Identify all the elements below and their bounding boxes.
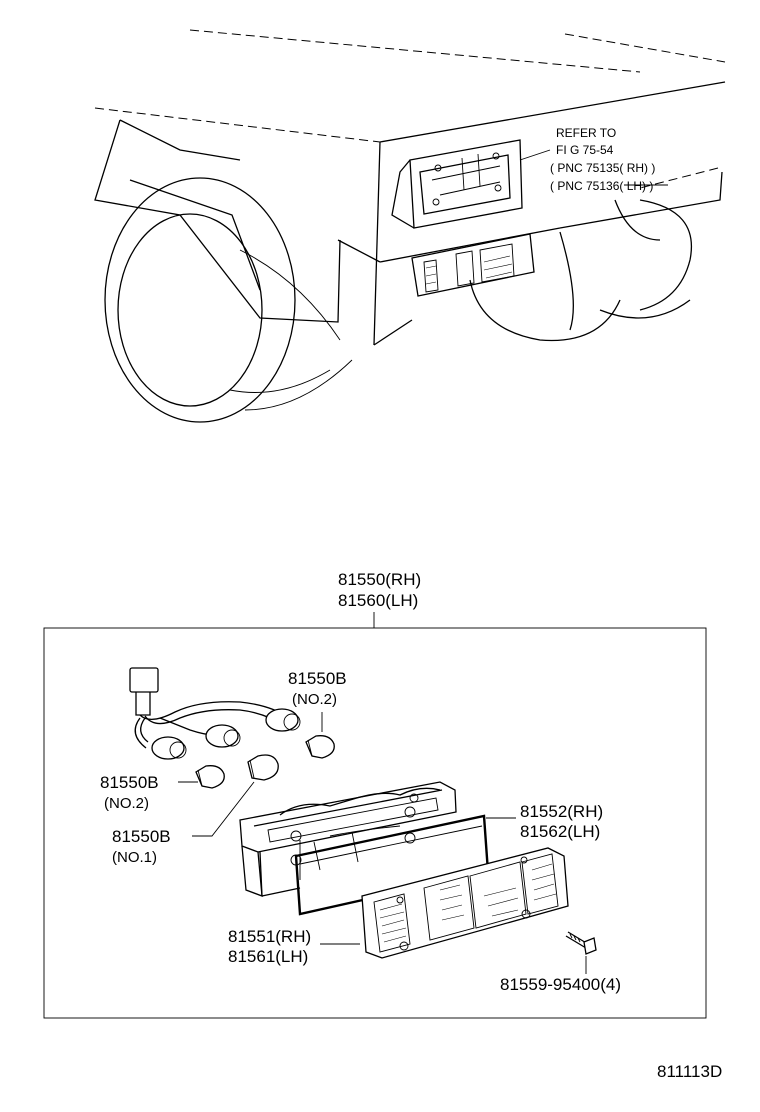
bulb-socket-2 bbox=[205, 724, 241, 748]
label-bulb-no1-note: (NO.1) bbox=[112, 849, 157, 866]
label-bulb-no2-left-note: (NO.2) bbox=[104, 795, 149, 812]
lamp-housing bbox=[239, 781, 457, 897]
wiring-harness bbox=[129, 667, 291, 749]
vehicle-rear-lamp bbox=[411, 233, 535, 297]
label-lens-rh: 81551(RH) bbox=[228, 927, 311, 946]
bulb-socket-3 bbox=[265, 708, 301, 732]
label-bulb-no2-top-part: 81550B bbox=[288, 669, 347, 688]
label-lens-lh: 81561(LH) bbox=[228, 947, 308, 966]
bulb-no2-left-icon bbox=[195, 765, 225, 789]
assembly-frame bbox=[43, 627, 707, 1019]
label-bulb-no2-top-note: (NO.2) bbox=[292, 691, 337, 708]
label-bulb-no1-part: 81550B bbox=[112, 827, 171, 846]
assembly-label-rh: 81550(RH) bbox=[338, 570, 421, 589]
vehicle-rear-view bbox=[94, 29, 726, 423]
lamp-lens bbox=[361, 847, 569, 959]
label-bulb-no2-left-part: 81550B bbox=[100, 773, 159, 792]
bulb-no2-top-icon bbox=[305, 735, 335, 759]
refer-text-line3: ( PNC 75135( RH) ) bbox=[550, 161, 655, 175]
refer-text-line4: ( PNC 75136( LH) ) bbox=[550, 179, 653, 193]
label-screw: 81559-95400(4) bbox=[500, 975, 621, 994]
refer-text-line1: REFER TO bbox=[556, 126, 616, 140]
label-gasket-rh: 81552(RH) bbox=[520, 802, 603, 821]
refer-text-line2: FI G 75-54 bbox=[556, 143, 614, 157]
bulb-socket-1 bbox=[151, 736, 187, 760]
license-plate-bracket bbox=[391, 139, 523, 229]
bulb-no1-icon bbox=[247, 754, 279, 781]
screw-icon bbox=[565, 931, 597, 955]
figure-code: 811113D bbox=[657, 1062, 722, 1081]
assembly-label-lh: 81560(LH) bbox=[338, 591, 418, 610]
label-gasket-lh: 81562(LH) bbox=[520, 822, 600, 841]
